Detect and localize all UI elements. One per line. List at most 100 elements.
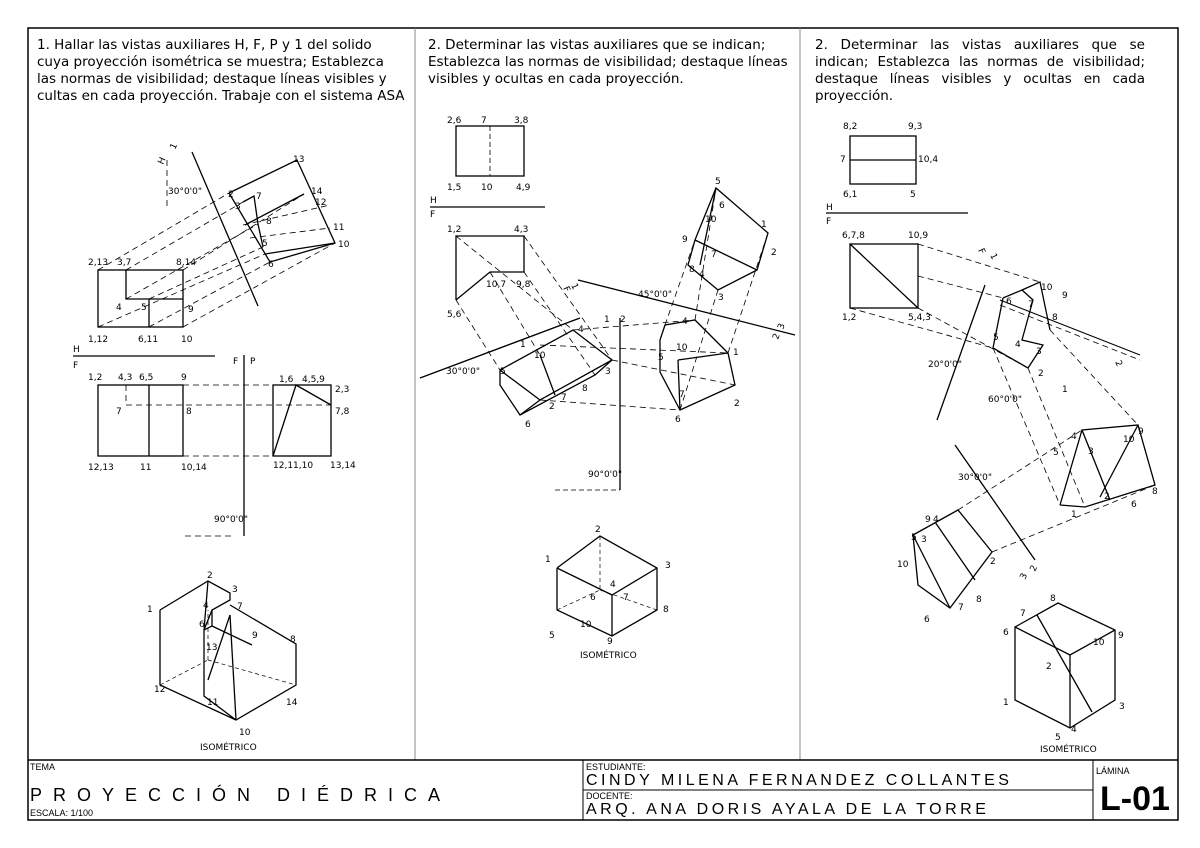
panel-2-label: H bbox=[430, 196, 437, 206]
panel-3-label: F bbox=[826, 217, 831, 227]
panel-3-label: 8 bbox=[976, 595, 982, 605]
panel-2-label: 10 bbox=[676, 343, 688, 353]
panel-1-label: 7 bbox=[116, 407, 122, 417]
panel-1-label: 90°0'0" bbox=[214, 515, 248, 525]
panel-3-label: 4 bbox=[1071, 725, 1077, 735]
instruction-2: 2. Determinar las vistas auxiliares que … bbox=[428, 37, 788, 87]
panel-1-label: 5 bbox=[141, 303, 147, 313]
panel-2-label: 6 bbox=[525, 420, 531, 430]
panel-1-label: 12,11,10 bbox=[273, 461, 313, 471]
panel-1-label: 7,8 bbox=[335, 407, 350, 417]
panel-2-label: 90°0'0" bbox=[588, 470, 622, 480]
panel-2-label: 10 bbox=[534, 351, 546, 361]
panel-3-label: 9 bbox=[1138, 427, 1144, 437]
panel-2-label: 7 bbox=[711, 250, 717, 260]
panel-1-label: 6 bbox=[268, 260, 274, 270]
panel-1-label: 12 bbox=[315, 198, 326, 208]
panel-3-label: F bbox=[975, 247, 986, 256]
panel-1-label: 14 bbox=[311, 187, 323, 197]
panel-1-label: 11 bbox=[207, 698, 218, 708]
panel-1-label: ISOMÉTRICO bbox=[200, 741, 257, 753]
panel-3-label: 5 bbox=[911, 533, 917, 543]
lamina-label: LÁMINA bbox=[1096, 766, 1130, 776]
panel-3-drawing bbox=[826, 135, 1156, 729]
panel-3-label: 10,9 bbox=[908, 231, 928, 241]
panel-2-label: 4 bbox=[699, 270, 705, 280]
panel-2-label: 2 bbox=[595, 525, 601, 535]
panel-2-label: 8 bbox=[689, 265, 695, 275]
panel-2-label: 10 bbox=[580, 620, 592, 630]
lamina-value: L-01 bbox=[1100, 780, 1170, 818]
panel-1-label: 1,2 bbox=[88, 373, 102, 383]
panel-2-drawing bbox=[419, 125, 796, 637]
panel-1-label: P bbox=[250, 357, 256, 367]
panel-3-label: 2 bbox=[1104, 492, 1110, 502]
panel-3-label: 5 bbox=[910, 190, 916, 200]
panel-2-label: 10,7 bbox=[486, 280, 506, 290]
panel-2-label: 5 bbox=[500, 367, 506, 377]
panel-1-label: 6,11 bbox=[138, 335, 158, 345]
panel-1-label: 2,3 bbox=[335, 385, 349, 395]
panel-2-label: 4 bbox=[682, 317, 688, 327]
docente-value: ARQ. ANA DORIS AYALA DE LA TORRE bbox=[586, 801, 990, 818]
panel-3-label: 4 bbox=[1071, 432, 1077, 442]
panel-3-label: 3 bbox=[1088, 447, 1094, 457]
panel-1-label: 5 bbox=[262, 239, 268, 249]
panel-2-label: 30°0'0" bbox=[446, 367, 480, 377]
panel-3-label: 7 bbox=[840, 155, 846, 165]
panel-1-label: 3,7 bbox=[117, 258, 131, 268]
panel-1-label: 14 bbox=[286, 698, 298, 708]
panel-3-label: 10 bbox=[897, 560, 909, 570]
panel-3-label: 3 bbox=[921, 535, 927, 545]
panel-3-label: 2 bbox=[1112, 359, 1123, 368]
panel-2-label: 3 bbox=[718, 293, 724, 303]
docente-label: DOCENTE: bbox=[586, 791, 633, 801]
panel-3-label: 6 bbox=[1006, 297, 1012, 307]
panel-2-label: 2 bbox=[549, 402, 555, 412]
panel-2-label: 1,5 bbox=[447, 183, 461, 193]
panel-3-label: 3 bbox=[1019, 572, 1030, 581]
panel-3-label: 3 bbox=[1119, 702, 1125, 712]
panel-3-label: 1,2 bbox=[842, 313, 856, 323]
panel-1-label: 30°0'0" bbox=[168, 187, 202, 197]
panel-1-label: 13 bbox=[206, 643, 217, 653]
panel-1-label: 6 bbox=[199, 620, 205, 630]
panel-3-label: 8 bbox=[1052, 313, 1058, 323]
panel-2-label: 9 bbox=[682, 235, 688, 245]
panel-3-label: 5 bbox=[1055, 733, 1061, 743]
panel-3-label: 9,3 bbox=[908, 122, 922, 132]
estudiante-label: ESTUDIANTE: bbox=[586, 762, 646, 772]
panel-2-label: 1 bbox=[761, 220, 767, 230]
panel-2-label: 1,2 bbox=[447, 225, 461, 235]
panel-1-label: 3 bbox=[232, 585, 238, 595]
panel-2-label: 4 bbox=[578, 325, 584, 335]
panel-1-label: 9 bbox=[252, 631, 258, 641]
panel-3-label: 9 bbox=[1118, 631, 1124, 641]
panel-3-label: 6,1 bbox=[843, 190, 857, 200]
panel-3-label: 5 bbox=[1053, 448, 1059, 458]
panel-1-label: 4 bbox=[203, 601, 209, 611]
panel-2-label: 7 bbox=[679, 390, 685, 400]
panel-2-label: F bbox=[560, 285, 571, 294]
panel-3-label: 9 bbox=[925, 515, 931, 525]
panel-2-label: 8 bbox=[582, 384, 588, 394]
escala: ESCALA: 1/100 bbox=[30, 808, 94, 818]
panel-1-label: 8 bbox=[290, 635, 296, 645]
panel-1-label: 12 bbox=[154, 685, 165, 695]
panel-2-label: 3 bbox=[776, 322, 787, 331]
panel-2-label: 2 bbox=[771, 248, 777, 258]
panel-3-label: 10 bbox=[1123, 435, 1135, 445]
panel-2-label: 5,6 bbox=[447, 310, 462, 320]
panel-3-label: 6 bbox=[1003, 628, 1009, 638]
panel-2-label: 2 bbox=[620, 315, 626, 325]
panel-1-label: F bbox=[73, 361, 78, 371]
panel-3-label: 1 bbox=[1071, 510, 1077, 520]
panel-2-label: 6 bbox=[590, 593, 596, 603]
panel-3-label: 2 bbox=[1029, 564, 1040, 573]
panel-1-label: 10 bbox=[239, 728, 251, 738]
panel-3-label: 2 bbox=[990, 557, 996, 567]
panel-2-label: 1 bbox=[520, 340, 526, 350]
panel-2-label: 10 bbox=[481, 183, 493, 193]
